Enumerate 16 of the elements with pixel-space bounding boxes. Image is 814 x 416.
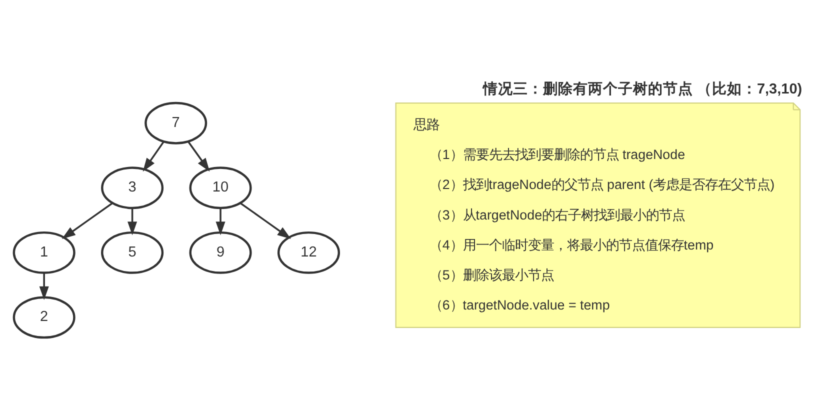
arrow bbox=[62, 202, 113, 239]
node-ellipse: 10 bbox=[189, 166, 252, 210]
node-ellipse: 9 bbox=[189, 231, 252, 274]
node-ellipse: 7 bbox=[144, 102, 208, 144]
node-ellipse: 3 bbox=[101, 166, 164, 210]
diagram-title: 情况三：删除有两个子树的节点 （比如：7,3,10) bbox=[482, 81, 802, 98]
arrow bbox=[128, 208, 138, 236]
node-ellipse: 12 bbox=[277, 231, 340, 274]
node-ellipse: 1 bbox=[12, 231, 76, 274]
arrow bbox=[188, 141, 210, 172]
arrow bbox=[39, 272, 49, 300]
arrow bbox=[240, 202, 291, 239]
arrow bbox=[216, 208, 226, 236]
arrow bbox=[142, 141, 164, 172]
node-ellipse: 2 bbox=[12, 296, 76, 339]
node-ellipse: 5 bbox=[101, 231, 164, 274]
